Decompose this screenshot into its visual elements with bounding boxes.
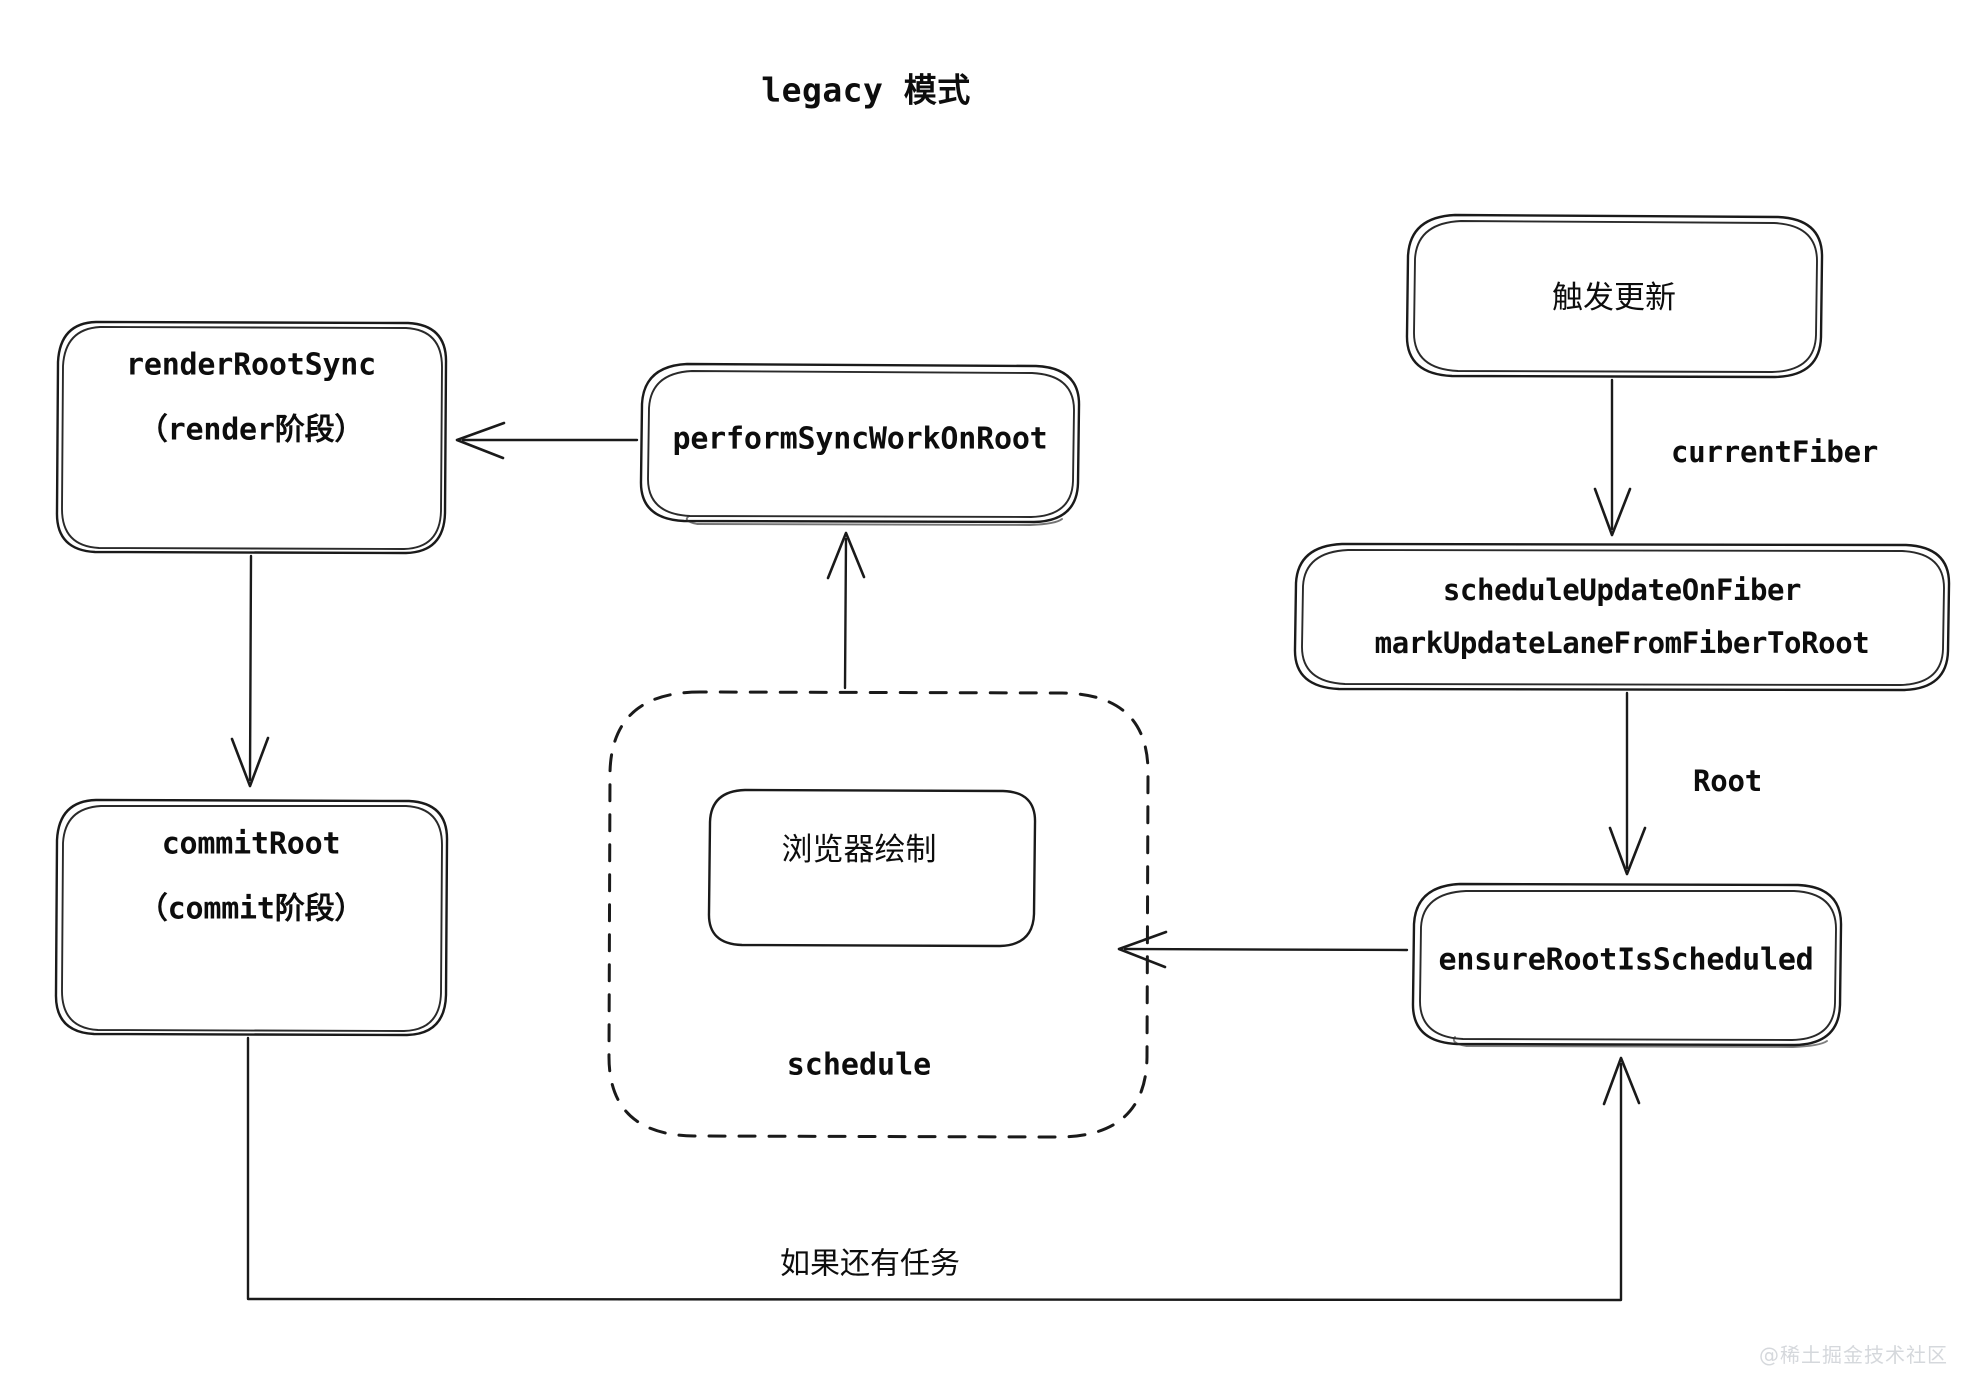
- node-ensure-root-is-scheduled[interactable]: [1411, 882, 1843, 1048]
- node-render-root-sync-label: renderRootSync （render阶段）: [126, 344, 376, 451]
- page-title: legacy 模式: [761, 70, 971, 110]
- edge-label-current-fiber: currentFiber: [1671, 435, 1879, 469]
- node-trigger-update-label: 触发更新: [1552, 279, 1676, 316]
- edge-ensure-to-schedule: [1117, 930, 1409, 969]
- edge-render-to-commit: [230, 554, 270, 788]
- node-browser-paint-label: 浏览器绘制: [781, 831, 937, 868]
- commit-root-line1: commitRoot: [161, 826, 341, 862]
- node-render-root-sync[interactable]: [55, 320, 448, 555]
- node-perform-sync-work-on-root-label: performSyncWorkOnRoot: [672, 421, 1048, 457]
- edge-label-has-more-work: 如果还有任务: [780, 1246, 960, 1282]
- group-schedule-label: schedule: [786, 1047, 932, 1083]
- render-root-sync-line1: renderRootSync: [125, 347, 377, 383]
- schedule-update-on-fiber-line1: scheduleUpdateOnFiber: [1442, 572, 1802, 607]
- node-perform-sync-work-on-root[interactable]: [639, 362, 1081, 526]
- node-schedule-update-on-fiber[interactable]: [1293, 542, 1951, 692]
- edge-label-root: Root: [1693, 764, 1763, 798]
- schedule-update-on-fiber-line2: markUpdateLaneFromFiberToRoot: [1374, 626, 1870, 660]
- edge-schedule-update-to-ensure: [1608, 691, 1647, 876]
- edge-trigger-to-schedule-update: [1593, 378, 1632, 537]
- node-schedule-update-on-fiber-label: scheduleUpdateOnFiber markUpdateLaneFrom…: [1375, 570, 1870, 664]
- node-commit-root-label: commitRoot （commit阶段）: [137, 823, 365, 930]
- node-trigger-update[interactable]: [1405, 213, 1824, 379]
- group-schedule: [607, 690, 1150, 1139]
- commit-root-line2: （commit阶段）: [137, 891, 365, 926]
- node-browser-paint[interactable]: [707, 788, 1037, 948]
- node-ensure-root-is-scheduled-label: ensureRootIsScheduled: [1438, 942, 1814, 978]
- edge-schedule-to-perform: [826, 531, 866, 690]
- edge-commit-to-ensure-loop: [246, 1036, 1641, 1302]
- render-root-sync-line2: （render阶段）: [137, 412, 365, 447]
- edge-perform-to-render: [455, 421, 639, 460]
- node-commit-root[interactable]: [54, 798, 449, 1037]
